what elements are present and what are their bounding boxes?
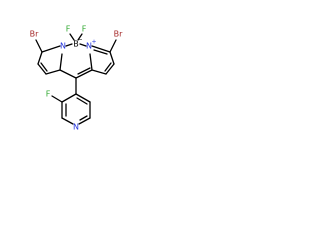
bond-py-n-c5 [78,117,91,125]
bond-c2r-c3r-double [104,62,112,72]
bond-py-c3-n [61,117,74,125]
atom-n-right: N [86,42,92,51]
atom-labels: Br F F Br N B − N + F N [30,25,123,132]
bond-n-left-c1 [41,45,61,53]
atom-f-right: F [82,25,87,34]
charge-n-plus: + [91,39,96,46]
bond-c1-c2 [37,51,43,65]
bond-n-left-b [65,43,73,47]
atom-f-left: F [66,25,71,34]
charge-b-minus: − [77,37,82,44]
atom-br-right: Br [114,30,123,39]
atom-n-pyridine: N [73,123,79,132]
atom-n-left: N [60,42,66,51]
atom-br-left: Br [30,30,39,39]
bond-c2r-c3r [105,63,115,75]
bond-py-c1-c2 [61,93,77,103]
bond-py-c6-c1 [75,93,91,103]
bond-n-right-c1r-double [93,49,108,55]
bond-c1r-br-right [109,39,117,53]
bond-py-c2-f [51,95,63,103]
bond-c3r-c4r [91,69,107,75]
bond-b-f-left [69,33,75,41]
bond-b-n-right [79,43,87,47]
bond-c2-c3 [37,63,47,75]
bond-py-n-c5-double [79,115,88,121]
bond-c3-c4 [45,69,61,75]
bond-c4r-n-right [89,53,93,71]
bonds [35,33,117,125]
bond-meso-c4r [75,69,93,79]
bond-c4-meso [59,69,77,79]
atom-b-center: B [73,40,79,49]
bond-c1-br-left [35,39,43,53]
bond-c2-c3-double [40,62,48,72]
bond-c4-n-left [59,53,63,71]
atom-f-ring: F [46,90,51,99]
bond-c1r-c2r [109,51,115,65]
bond-n-right-c1r [91,45,111,53]
molecule-structure-diagram: Br F F Br N B − N + F N [30,25,123,132]
bond-b-f-right [77,33,83,41]
bond-meso-double [77,67,91,75]
bond-py-c6-c1-double [76,97,88,105]
